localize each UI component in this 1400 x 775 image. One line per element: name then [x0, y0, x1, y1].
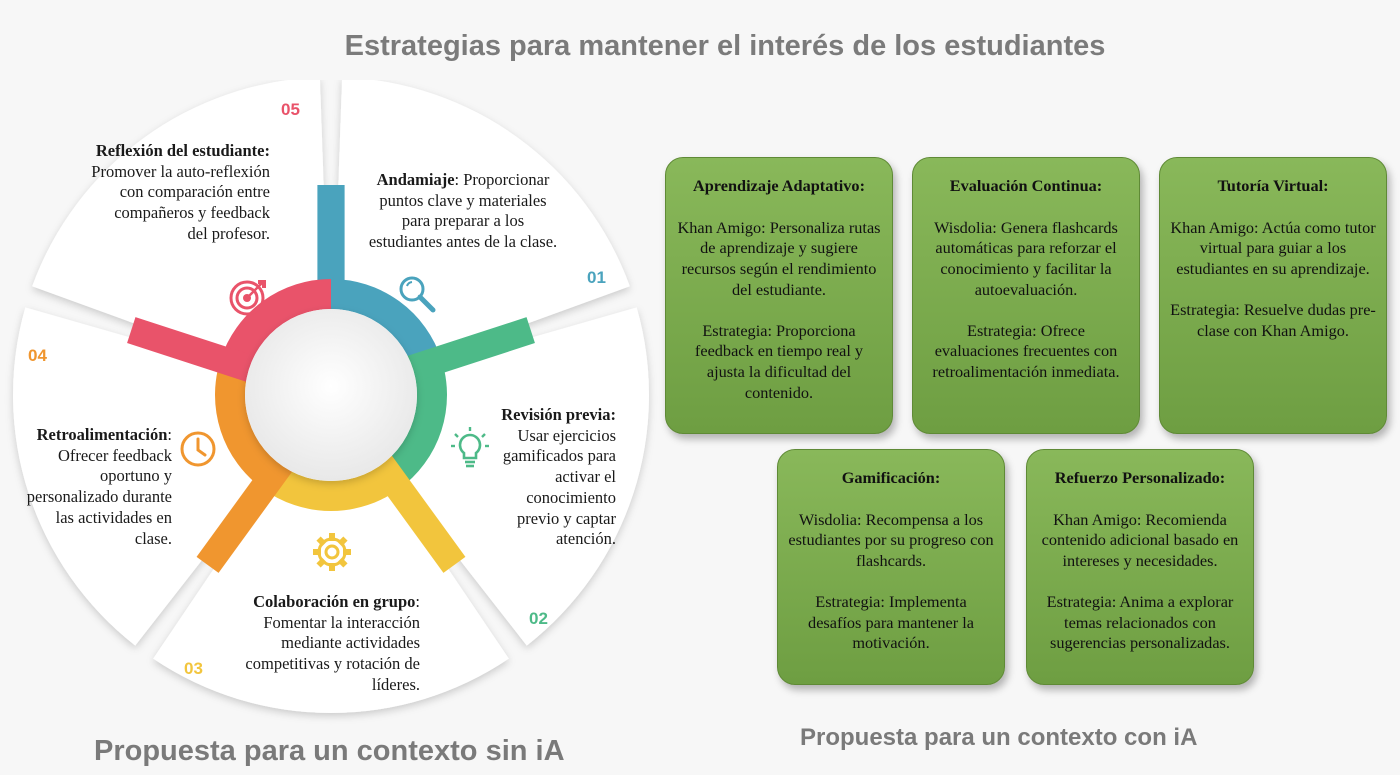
wheel-arm-4 — [196, 454, 293, 573]
segment-1-desc: : Proporcionar puntos clave y materiales… — [368, 170, 558, 252]
strategy-wheel — [13, 80, 649, 714]
card-tool: Khan Amigo: Actúa como tutor virtual par… — [1170, 217, 1376, 279]
target-icon — [229, 280, 266, 316]
segment-3-title: Colaboración en grupo — [253, 592, 416, 611]
card-title: Refuerzo Personalizado: — [1054, 468, 1226, 487]
card-title: Gamificación: — [841, 468, 941, 487]
segment-5-number: 05 — [281, 100, 300, 119]
segment-2-text: Revisión previa: Usar ejercicios gamific… — [480, 405, 616, 550]
segment-1-number: 01 — [587, 268, 606, 287]
lightbulb-icon — [451, 427, 489, 468]
center-hub — [245, 309, 417, 481]
segment-4-text: Retroalimentación: Ofrecer feedback opor… — [20, 425, 172, 549]
segment-3-desc: : Fomentar la interacción mediante activ… — [245, 592, 420, 694]
card-tool: Wisdolia: Recompensa a los estudiantes p… — [788, 509, 994, 571]
card-aprendizaje-adaptativo: Aprendizaje Adaptativo: Khan Amigo: Pers… — [665, 157, 893, 434]
gear-tooth — [329, 533, 335, 541]
segment-1-title: Andamiaje — [376, 170, 455, 189]
card-title: Aprendizaje Adaptativo: — [692, 176, 865, 195]
clock-icon — [180, 431, 216, 467]
card-tool: Khan Amigo: Recomienda contenido adicion… — [1041, 509, 1239, 571]
segment-3-text: Colaboración en grupo: Fomentar la inter… — [230, 592, 420, 696]
card-title: Tutoría Virtual: — [1217, 176, 1329, 195]
segment-1-text: Andamiaje: Proporcionar puntos clave y m… — [368, 170, 558, 253]
card-title: Evaluación Continua: — [949, 176, 1103, 195]
ring-arc-3 — [262, 462, 400, 511]
ring-arc-2 — [379, 359, 447, 489]
gear-icon — [313, 533, 351, 571]
card-strategy: Estrategia: Ofrece evaluaciones frecuent… — [932, 320, 1120, 381]
card-strategy: Estrategia: Proporciona feedback en tiem… — [694, 320, 864, 402]
card-gamificacion: Gamificación: Wisdolia: Recompensa a los… — [777, 449, 1005, 685]
gear-tooth — [316, 536, 327, 547]
wheel-arm-5 — [127, 317, 256, 382]
gear-tooth — [337, 557, 348, 568]
wheel-arm-2 — [406, 317, 535, 382]
wheel-wedge-2 — [392, 307, 649, 646]
wheel-arm-3 — [369, 454, 466, 573]
segment-4-title: Retroalimentación — [36, 425, 168, 444]
card-tool: Khan Amigo: Personaliza rutas de aprendi… — [677, 217, 881, 299]
card-evaluacion-continua: Evaluación Continua: Wisdolia: Genera fl… — [912, 157, 1140, 434]
card-tool: Wisdolia: Genera flashcards automáticas … — [934, 217, 1118, 299]
segment-3-number: 03 — [184, 659, 203, 678]
search-icon — [399, 276, 436, 313]
ring-arc-4 — [215, 359, 283, 489]
gear-tooth — [316, 557, 327, 568]
segment-5-text: Reflexión del estudiante: Promover la au… — [90, 141, 270, 245]
gear-tooth — [329, 563, 335, 571]
ring-arc-5 — [220, 279, 332, 370]
card-strategy: Estrategia: Implementa desafíos para man… — [808, 591, 974, 653]
gear-tooth — [337, 536, 348, 547]
wheel-wedge-4 — [13, 307, 270, 646]
footer-right-label: Propuesta para un contexto con iA — [800, 724, 1198, 751]
card-refuerzo-personalizado: Refuerzo Personalizado: Khan Amigo: Reco… — [1026, 449, 1254, 685]
card-tutoria-virtual: Tutoría Virtual: Khan Amigo: Actúa como … — [1159, 157, 1387, 434]
segment-5-title: Reflexión del estudiante: — [95, 141, 270, 160]
card-strategy: Estrategia: Resuelve dudas pre-clase con… — [1170, 299, 1376, 340]
ring-arc-1 — [330, 279, 442, 370]
segment-5-desc: Promover la auto-reflexión con comparaci… — [91, 161, 270, 243]
card-strategy: Estrategia: Anima a explorar temas relac… — [1046, 591, 1234, 653]
footer-left-label: Propuesta para un contexto sin iA — [94, 735, 565, 767]
segment-2-number: 02 — [529, 609, 548, 628]
wheel-wedge-1 — [334, 80, 630, 361]
segment-2-desc: Usar ejercicios gamificados para activar… — [502, 425, 616, 549]
page-title: Estrategias para mantener el interés de … — [344, 30, 1106, 62]
segment-2-title: Revisión previa: — [501, 405, 616, 424]
segment-4-number: 04 — [28, 346, 47, 365]
segment-4-desc: : Ofrecer feedback oportuno y personaliz… — [26, 425, 172, 548]
